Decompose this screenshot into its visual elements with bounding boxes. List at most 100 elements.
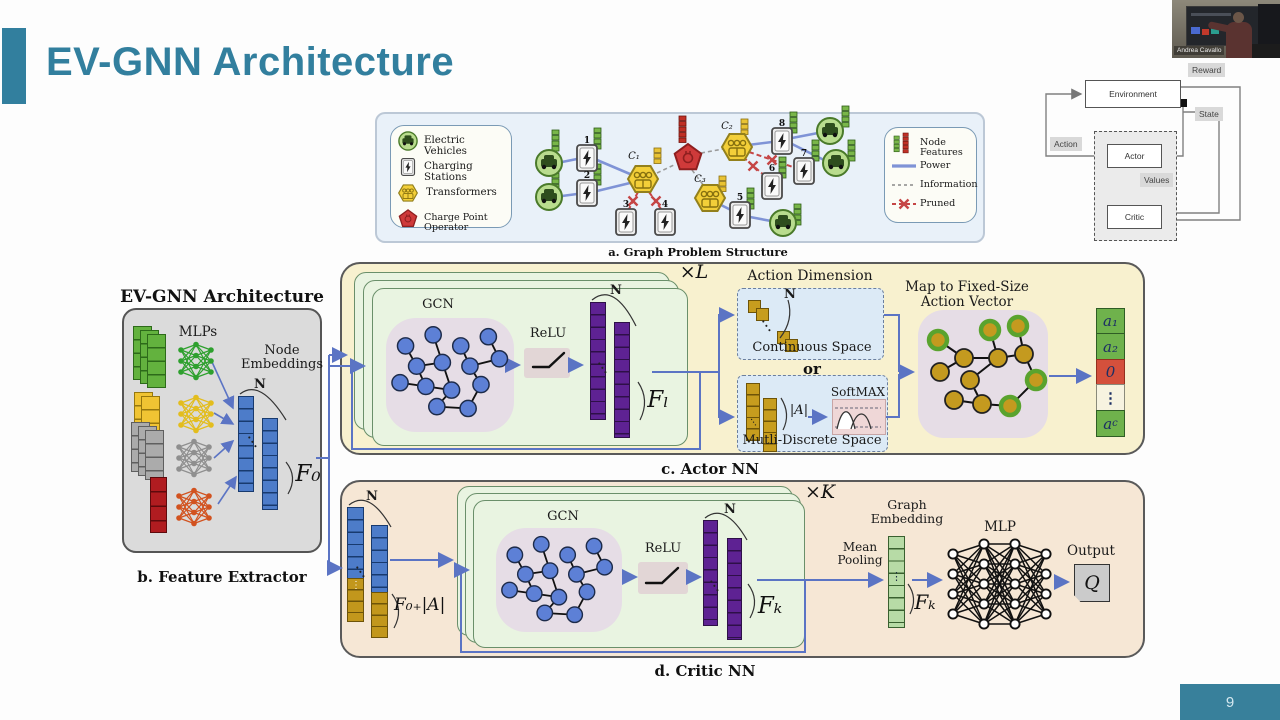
fk-label: Fₖ <box>757 593 783 619</box>
node-line2: Embeddings <box>241 357 323 373</box>
map-label: Map to Fixed-Size Action Vector <box>896 280 1038 309</box>
blue-part <box>371 525 388 593</box>
f0-label: F₀ <box>295 461 321 487</box>
graph-embedding-label: Graph Embedding <box>862 498 952 525</box>
legend-pruned-label: Pruned <box>920 198 956 209</box>
page-number-box: 9 <box>1180 684 1280 720</box>
node-line1: Node <box>264 343 300 358</box>
fl-label: Fₗ <box>647 387 669 413</box>
red-feature-stack <box>150 477 167 533</box>
screen-content <box>1202 29 1209 35</box>
presenter-head <box>1233 12 1244 23</box>
critic-gcn-blob <box>496 528 622 632</box>
presenter-body <box>1226 22 1252 58</box>
extractor-caption: b. Feature Extractor <box>137 568 307 586</box>
dots: ⋮ <box>891 570 903 583</box>
n-label-fk: N <box>724 502 736 517</box>
critic-hidden-vector <box>703 520 718 626</box>
map-line2: Action Vector <box>920 293 1014 310</box>
continuous-space-label: Continuous Space <box>752 340 872 355</box>
n-label-fl: N <box>610 283 622 298</box>
mean-line2: Pooling <box>837 552 883 567</box>
times-k-label: ×K <box>804 481 836 503</box>
mlps-label: MLPs <box>178 324 218 340</box>
extractor-header: EV-GNN Architecture <box>120 287 324 307</box>
second-screen <box>1258 4 1280 52</box>
legend-nf-label: Node Features <box>920 137 963 159</box>
actor-relu-box <box>524 348 570 378</box>
discrete-action-vector <box>763 398 777 452</box>
legend-cs-label: Charging Stations <box>424 160 473 184</box>
gray-feature-stack <box>145 430 164 480</box>
actor-hidden-vector <box>614 322 630 438</box>
gold-part <box>371 592 388 638</box>
f0a-label: F₀₊|A| <box>394 595 446 615</box>
action-cell-zero: 0 <box>1096 358 1125 386</box>
continuous-sample-square <box>756 308 769 321</box>
rl-environment-box: Environment <box>1085 80 1181 108</box>
emb-line2: Embedding <box>870 510 944 526</box>
actor-gcn-blob <box>386 318 514 432</box>
abs-a-label: |A| <box>789 403 809 418</box>
mlp-label: MLP <box>984 519 1016 535</box>
actor-gcn-label: GCN <box>422 297 454 312</box>
n-label-f0: N <box>254 377 266 392</box>
webcam-name-label: Andrea Cavallo <box>1174 46 1225 55</box>
gold-part <box>347 578 364 622</box>
rl-actor-box: Actor <box>1107 144 1162 168</box>
action-cell: a₁ <box>1096 307 1125 335</box>
green-feature-stack <box>147 334 166 388</box>
softmax-box <box>832 399 886 435</box>
dots: ⋮ <box>351 580 362 591</box>
actor-relu-label: ReLU <box>529 326 567 341</box>
graph-embedding-vector <box>888 536 905 628</box>
critic-gcn-label: GCN <box>547 509 579 524</box>
legend-info-label: Information <box>920 179 978 190</box>
rl-environment-label: Environment <box>1109 89 1157 99</box>
critic-relu-box <box>638 562 688 594</box>
page-title: EV-GNN Architecture <box>46 40 455 84</box>
accent-bar <box>2 28 26 104</box>
rl-state-tag: State <box>1195 107 1223 121</box>
action-dimension-label: Action Dimension <box>747 268 873 284</box>
output-label: Output <box>1067 543 1115 559</box>
q-output-box: Q <box>1074 564 1110 602</box>
mean-line1: Mean <box>842 540 878 554</box>
critic-relu-label: ReLU <box>644 541 682 556</box>
rl-reward-tag: Reward <box>1188 63 1226 77</box>
rl-critic-label: Critic <box>1124 212 1145 222</box>
legend-power-label: Power <box>920 160 951 171</box>
legend-cpo-label: Charge Point Operator <box>424 212 488 234</box>
rl-values-tag: Values <box>1140 173 1174 187</box>
legend-tr-label: Transformers <box>426 186 497 198</box>
continuous-sample-square <box>785 339 798 352</box>
action-cell: a₂ <box>1096 333 1125 361</box>
graph-caption: a. Graph Problem Structure <box>608 245 788 259</box>
times-l-label: ×L <box>679 261 709 283</box>
ac-sub: c <box>1112 418 1118 430</box>
continuous-space-box <box>737 288 884 360</box>
fk2-label: Fₖ <box>914 590 936 614</box>
rl-actor-label: Actor <box>1124 151 1145 161</box>
node-embeddings-label: Node Embeddings <box>240 343 324 373</box>
critic-hidden-vector <box>727 538 742 640</box>
action-cell-dots: ⋮ <box>1096 384 1125 412</box>
page-number: 9 <box>1225 693 1235 711</box>
map-graph-blob <box>918 310 1048 438</box>
critic-input-vector <box>371 525 388 638</box>
multi-discrete-label: Mutli-Discrete Space <box>742 433 882 448</box>
emb-line1: Graph <box>887 497 927 512</box>
softmax-label: SoftMAX <box>830 385 886 399</box>
mean-pooling-label: Mean Pooling <box>830 541 890 567</box>
screen-content <box>1191 27 1200 34</box>
n-label-cont: N <box>784 287 796 302</box>
node-embedding-vector <box>262 418 278 510</box>
legend-ev-label: Electric Vehicles <box>424 134 467 158</box>
n-label-critic-in: N <box>366 489 378 504</box>
map-line1: Map to Fixed-Size <box>905 279 1029 295</box>
ac-base: a <box>1103 414 1113 433</box>
screen-content <box>1191 13 1231 16</box>
